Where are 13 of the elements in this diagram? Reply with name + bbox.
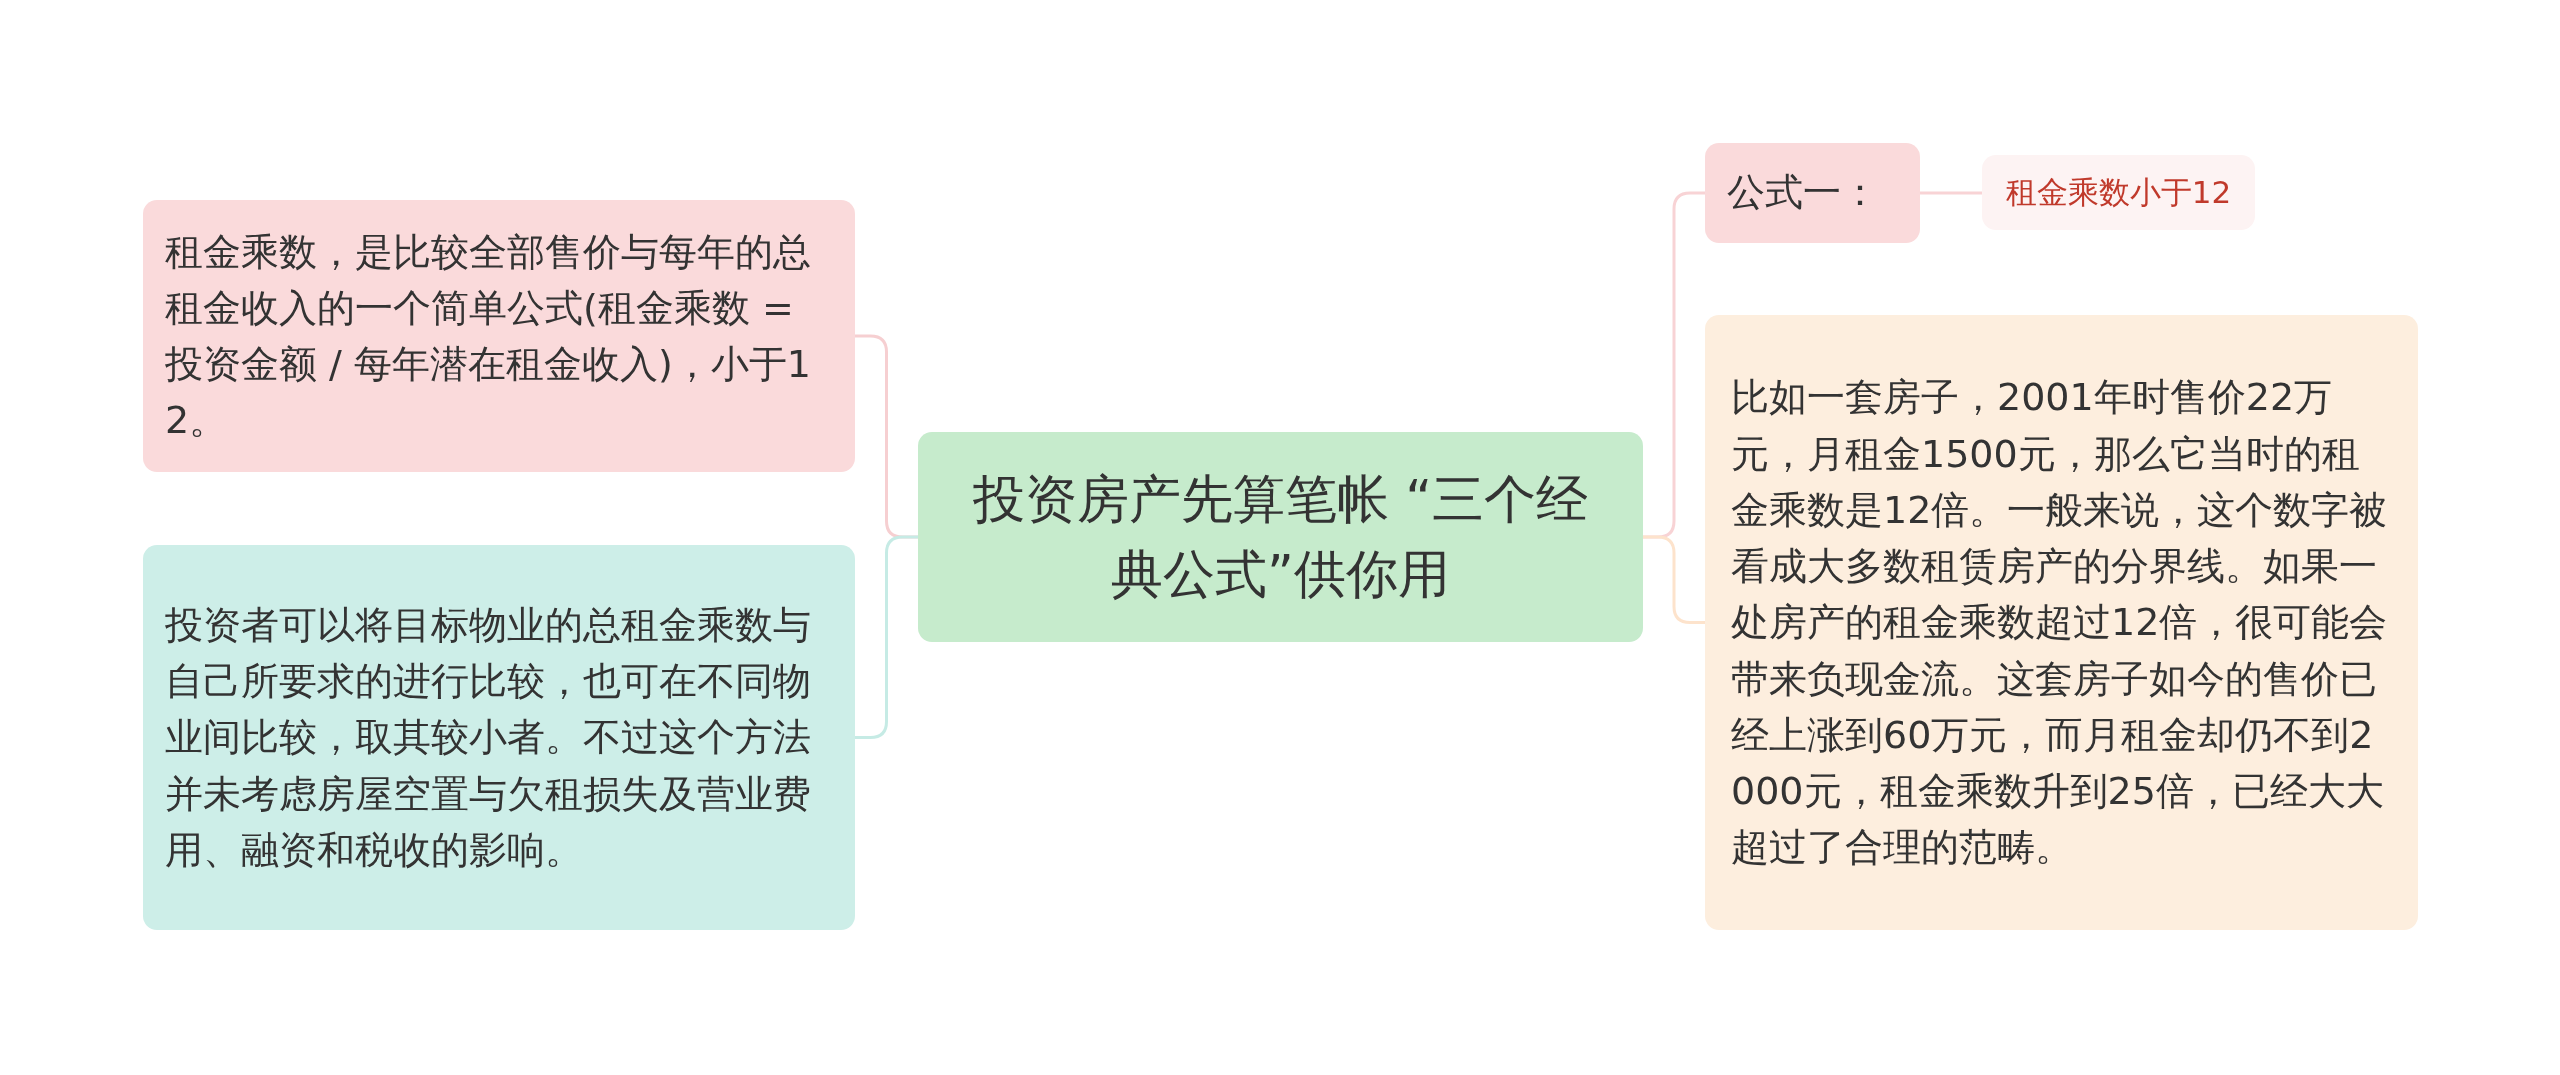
connector-line [1920,191,1982,195]
topic-box [143,545,855,930]
topic-text: 租金乘数，是比较全部售价与每年的总租金收入的一个简单公式(租金乘数 = 投资金额 / 每年潜在租金收入)，小于12。 [165,228,812,445]
subtopic-text: 租金乘数小于12 [2004,173,2233,213]
topic-box [143,200,855,472]
topic-box [1705,143,1920,243]
topic-text: 投资者可以将目标物业的总租金乘数与自己所要求的进行比较，也可在不同物业间比较，取其较小者。不过这个方法并未考虑房屋空置与欠租损失及营业费用、融资和税收的影响。 [165,601,812,874]
topic-text: 比如一套房子，2001年时售价22万元，月租金1500元，那么它当时的租金乘数是12倍。一般来说，这个数字被看成大多数租赁房产的分界线。如果一处房产的租金乘数超过12倍，很可能会带来负现金流。这套房子如今的售价已经上涨到60万元，而月租金却仍不到2000元，租金乘数升到25倍，已经大大超过了合理的范畴。 [1731,374,2389,872]
topic-box [1705,315,2418,930]
topic-text: 公式一： [1727,169,1880,217]
subtopic-box [1982,155,2255,230]
central-topic-text: 投资房产先算笔帐 “三个经典公式”供你用 [971,467,1590,606]
central-topic-box [918,432,1643,642]
